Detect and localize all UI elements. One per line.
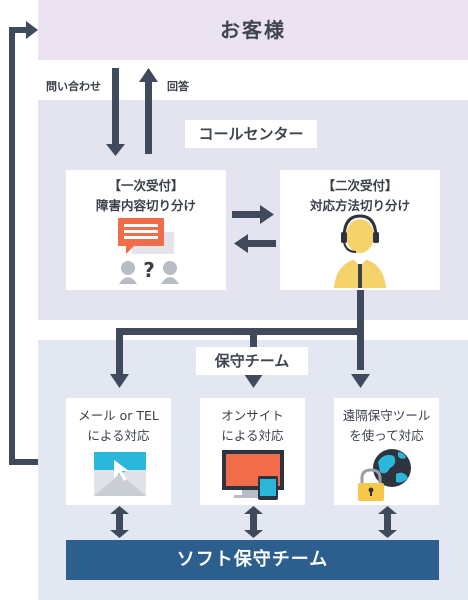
remote-card-line1: 遠隔保守ツール (342, 408, 431, 423)
escalate-right-arrow (232, 205, 274, 224)
maintenance-title: 保守チーム (196, 347, 308, 375)
return-loop-arrow (9, 27, 38, 465)
operator-headset-icon (334, 214, 386, 288)
remote-card-line2: を使って対応 (349, 428, 424, 443)
first-reception-subtitle: 障害内容切り分け (95, 198, 196, 213)
escalate-left-arrow (234, 234, 276, 253)
second-reception-subtitle: 対応方法切り分け (309, 198, 410, 213)
answer-arrow (139, 68, 158, 154)
second-reception-heading: 【二次受付】 (322, 178, 398, 193)
first-reception-heading: 【一次受付】 (108, 178, 184, 193)
customer-title: お客様 (220, 18, 286, 42)
customer-band (38, 0, 468, 60)
globe-lock-icon (358, 449, 411, 501)
chat-people-icon: ? (118, 218, 179, 284)
mail-card-line1: メール or TEL (78, 408, 159, 423)
software-team-title: ソフト保守チーム (176, 549, 329, 570)
onsite-card-line1: オンサイト (221, 408, 284, 423)
mail-card-line2: による対応 (87, 428, 150, 443)
return-loop-arrowhead (26, 21, 38, 39)
software-team-bar (66, 540, 439, 580)
inquiry-arrow (106, 68, 125, 156)
svg-text:?: ? (143, 258, 155, 282)
computer-icon (222, 450, 284, 500)
mail-icon (94, 452, 146, 496)
team-link-arrows (110, 506, 397, 538)
answer-label: 回答 (167, 80, 189, 93)
inquiry-label: 問い合わせ (46, 80, 101, 93)
onsite-card-line2: による対応 (221, 428, 284, 443)
call-center-title: コールセンター (185, 120, 317, 148)
